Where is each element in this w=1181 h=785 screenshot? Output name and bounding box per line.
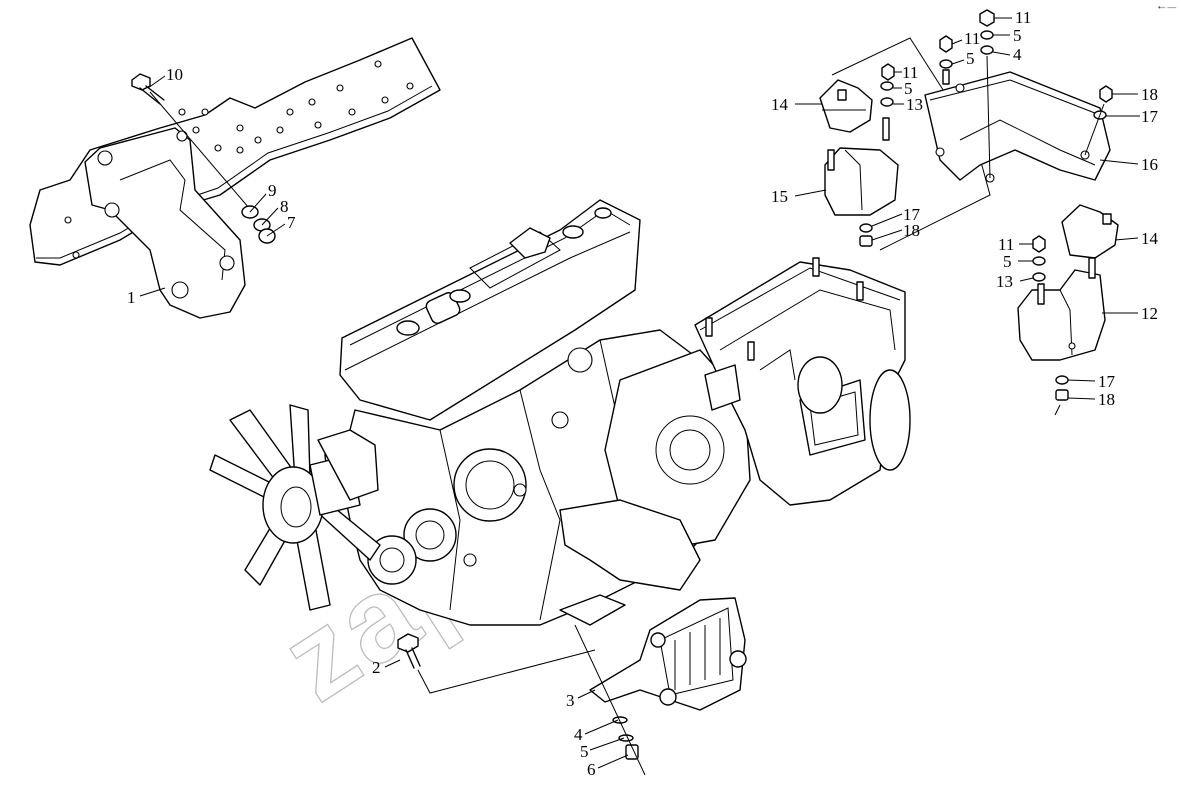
rear-mount-bracket: [559, 594, 747, 711]
callout-8: 8: [280, 197, 289, 216]
callout-11-left: 11: [902, 63, 918, 82]
callout-7: 7: [287, 213, 296, 232]
frame-side-rail: [29, 37, 441, 266]
callout-9: 9: [268, 181, 277, 200]
corner-mark: •– ‒‒: [1158, 3, 1177, 12]
callout-11-right: 11: [998, 235, 1014, 254]
callout-13-right: 13: [996, 272, 1013, 291]
callout-16: 16: [1141, 155, 1158, 174]
callout-11-mid: 11: [964, 29, 980, 48]
callout-2: 2: [372, 658, 381, 677]
front-engine-mount-bracket: [84, 127, 246, 319]
leader-lines: [139, 17, 1140, 769]
bolt-2: [397, 633, 596, 694]
callout-4-top: 4: [1013, 45, 1022, 64]
callout-18-right: 18: [1098, 390, 1115, 409]
transmission-assembly: [559, 257, 911, 591]
callout-14-left: 14: [771, 95, 789, 114]
callout-10: 10: [166, 65, 183, 84]
rear-fastener-stack: [574, 624, 646, 776]
callout-5-left: 5: [904, 79, 913, 98]
callout-17-left: 17: [903, 205, 921, 224]
callout-3: 3: [566, 691, 575, 710]
washer-stack-9-8-7: [241, 205, 276, 244]
callout-14-right: 14: [1141, 229, 1159, 248]
callout-12: 12: [1141, 304, 1158, 323]
callout-17-top: 17: [1141, 107, 1159, 126]
callout-5-mid: 5: [966, 49, 975, 68]
callout-5-top: 5: [1013, 26, 1022, 45]
crossmember-16: [924, 9, 1113, 183]
callout-18-top: 18: [1141, 85, 1158, 104]
callout-13-left: 13: [906, 95, 923, 114]
callout-17-right: 17: [1098, 372, 1116, 391]
callout-5-right: 5: [1003, 252, 1012, 271]
callout-18-left: 18: [903, 221, 920, 240]
right-rear-mount: [1017, 204, 1119, 401]
callout-11-top: 11: [1015, 8, 1031, 27]
callout-4-rear: 4: [574, 725, 583, 744]
callout-6: 6: [587, 760, 596, 779]
left-rear-mount: [819, 37, 991, 251]
rail-holes: [64, 60, 414, 259]
cooling-fan: [209, 404, 381, 611]
callout-labels: 10 9 8 7 1 2 3 4 5 6 14 15 11 5 13 17 18…: [127, 8, 1159, 779]
callout-15: 15: [771, 187, 788, 206]
callout-5-rear: 5: [580, 742, 589, 761]
callout-1: 1: [127, 288, 136, 307]
